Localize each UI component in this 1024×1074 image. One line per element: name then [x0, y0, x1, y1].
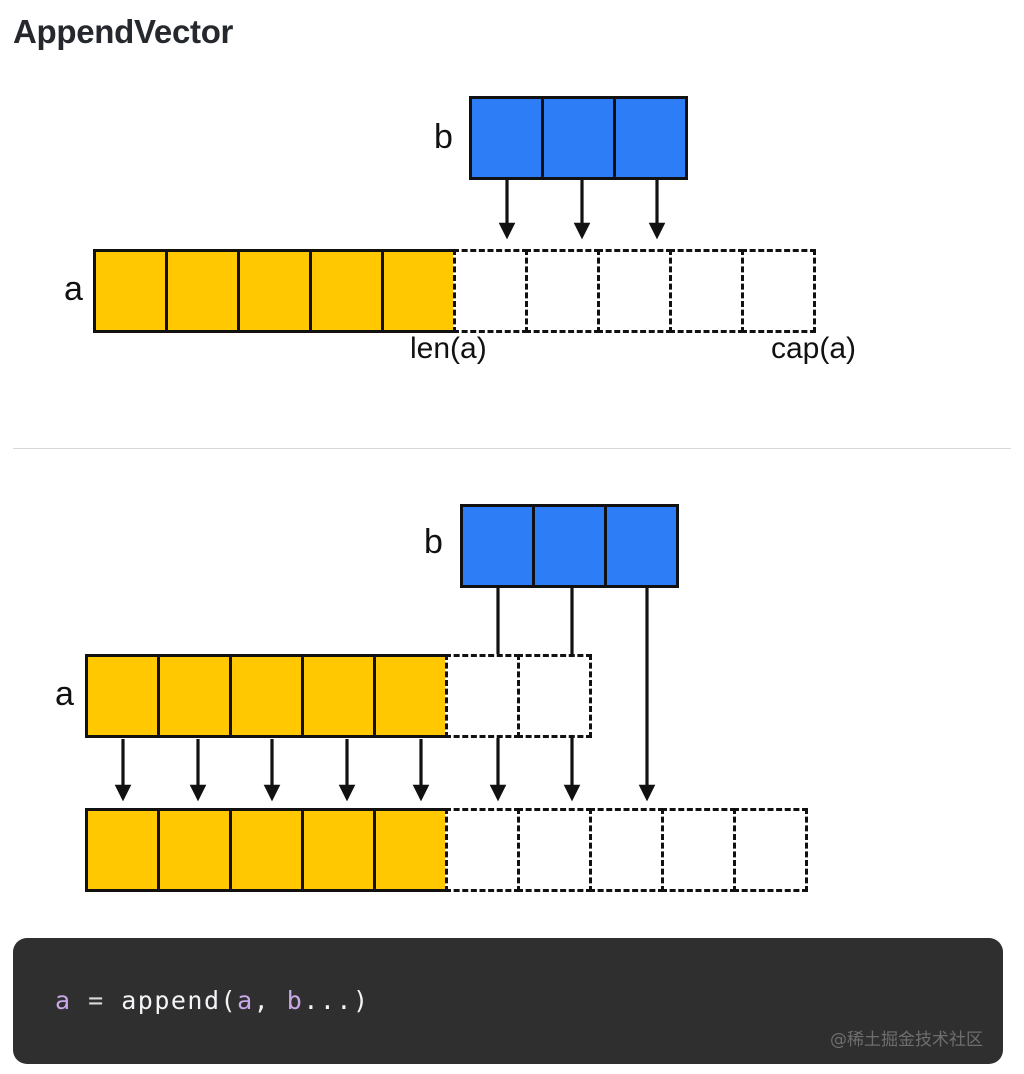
top-a-cell-filled	[381, 249, 456, 333]
bottom-old-a-cell-filled	[229, 654, 304, 738]
bottom-copy-arrows	[114, 739, 430, 802]
bottom-old-array-a-label: a	[55, 675, 74, 713]
code-line: a = append(a, b...)	[55, 986, 370, 1016]
bottom-old-array-a	[85, 654, 592, 738]
top-a-cell-empty	[525, 249, 600, 333]
bottom-new-a-cell-empty	[589, 808, 664, 892]
top-a-cell-filled	[165, 249, 240, 333]
bottom-new-a-cell-filled	[157, 808, 232, 892]
bottom-old-a-cell-filled	[373, 654, 448, 738]
top-len-caption: len(a)	[410, 332, 487, 365]
bottom-b-cell-filled	[532, 504, 607, 588]
code-token-6: b	[286, 986, 304, 1015]
code-token-7: ...)	[303, 986, 370, 1015]
top-a-cell-filled	[93, 249, 168, 333]
top-append-arrows	[498, 180, 666, 240]
bottom-new-a-cell-empty	[733, 808, 808, 892]
bottom-new-a-cell-filled	[373, 808, 448, 892]
code-token-5: ,	[253, 986, 287, 1015]
top-b-cell-filled	[541, 96, 616, 180]
top-a-cell-filled	[237, 249, 312, 333]
code-token-3: (	[220, 986, 238, 1015]
bottom-new-a-cell-empty	[445, 808, 520, 892]
bottom-array-b	[460, 504, 679, 588]
top-array-b	[469, 96, 688, 180]
top-a-cell-empty	[741, 249, 816, 333]
bottom-old-a-cell-filled	[85, 654, 160, 738]
code-token-1: =	[71, 986, 122, 1015]
code-token-0: a	[55, 986, 72, 1015]
bottom-old-a-cell-empty	[517, 654, 592, 738]
code-token-4: a	[237, 986, 254, 1015]
top-b-cell-filled	[613, 96, 688, 180]
bottom-new-a-cell-filled	[85, 808, 160, 892]
bottom-new-a-cell-empty	[661, 808, 736, 892]
bottom-new-a-cell-empty	[517, 808, 592, 892]
bottom-new-a-cell-filled	[301, 808, 376, 892]
bottom-old-a-cell-empty	[445, 654, 520, 738]
bottom-array-b-label: b	[424, 523, 443, 561]
top-array-b-label: b	[434, 118, 453, 156]
top-a-cell-empty	[597, 249, 672, 333]
code-block: a = append(a, b...) @稀土掘金技术社区	[13, 938, 1003, 1064]
top-array-a	[93, 249, 816, 333]
watermark: @稀土掘金技术社区	[830, 1030, 983, 1050]
code-token-2: append	[121, 986, 221, 1015]
bottom-new-a-cell-filled	[229, 808, 304, 892]
top-a-cell-empty	[453, 249, 528, 333]
section-divider	[13, 448, 1011, 449]
page-title: AppendVector	[13, 13, 234, 50]
bottom-old-a-cell-filled	[301, 654, 376, 738]
bottom-b-cell-filled	[604, 504, 679, 588]
top-array-a-label: a	[64, 270, 83, 308]
top-a-cell-filled	[309, 249, 384, 333]
top-cap-caption: cap(a)	[771, 332, 857, 365]
top-b-cell-filled	[469, 96, 544, 180]
top-a-cell-empty	[669, 249, 744, 333]
bottom-old-a-cell-filled	[157, 654, 232, 738]
bottom-b-cell-filled	[460, 504, 535, 588]
bottom-new-array-a	[85, 808, 808, 892]
